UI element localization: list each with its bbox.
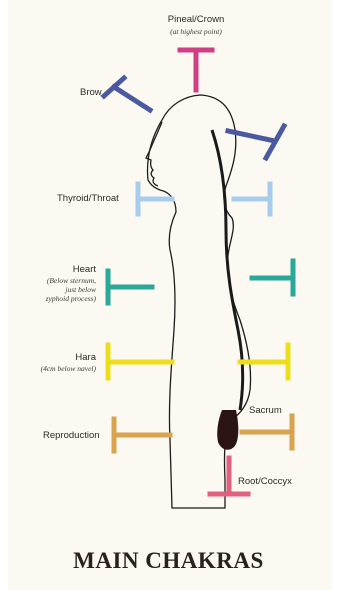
heart-label: Heart bbox=[40, 264, 96, 275]
sacrum-shape bbox=[217, 410, 238, 450]
diagram-title: MAIN CHAKRAS bbox=[0, 548, 337, 574]
brow-label: Brow bbox=[80, 87, 102, 98]
hara-marker-front bbox=[108, 345, 172, 378]
reproduction-marker bbox=[114, 419, 170, 451]
heart-note-line-2: just below bbox=[10, 285, 96, 294]
heart-marker-front bbox=[108, 271, 152, 303]
heart-note-line-1: (Below sternum, bbox=[10, 276, 96, 285]
root-label: Root/Coccyx bbox=[238, 476, 292, 487]
heart-note-line-3: zyphoid process) bbox=[10, 294, 96, 303]
crown-note: (at highest point) bbox=[150, 27, 242, 36]
throat-label: Thyroid/Throat bbox=[57, 193, 119, 204]
brow-marker-front bbox=[104, 78, 150, 110]
sacrum-marker bbox=[242, 416, 292, 448]
reproduction-label: Reproduction bbox=[43, 430, 100, 441]
spine bbox=[212, 130, 243, 410]
crown-label: Pineal/Crown bbox=[158, 14, 234, 25]
body-outline bbox=[148, 95, 251, 508]
throat-marker-front bbox=[138, 184, 172, 214]
heart-marker-back bbox=[252, 261, 293, 294]
hara-label: Hara bbox=[40, 352, 96, 363]
throat-marker-back bbox=[234, 184, 270, 214]
crown-marker bbox=[180, 50, 212, 90]
face-profile bbox=[146, 122, 162, 186]
hara-note: (4cm below navel) bbox=[10, 364, 96, 373]
sacrum-label: Sacrum bbox=[249, 405, 282, 416]
